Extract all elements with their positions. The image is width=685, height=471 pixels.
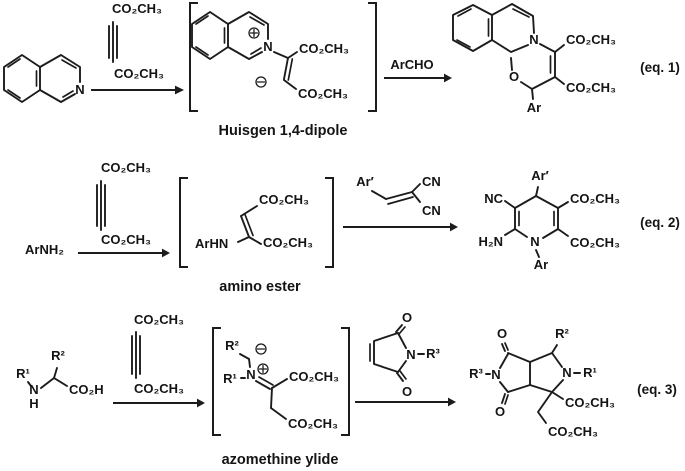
arylamine-reactant-label: ArNH₂ (25, 242, 64, 257)
archo-arrow: ArCHO (384, 57, 452, 83)
nitrile-label: NC (484, 191, 503, 206)
equation-1: N CO₂CH₃ CO₂CH₃ N (3, 1, 680, 139)
arylidene-malononitrile-reagent: Ar′ CN CN (356, 174, 441, 218)
reaction-arrow-4 (113, 398, 205, 408)
ester-label: CO₂CH₃ (570, 191, 620, 206)
ester-label: CO₂CH₃ (101, 232, 151, 247)
r1-substituent-label: R¹ (223, 371, 237, 386)
plus-charge-icon (248, 27, 260, 39)
ester-label: CO₂CH₃ (134, 312, 184, 327)
minus-charge-icon (255, 76, 267, 88)
ester-label: CO₂CH₃ (566, 32, 616, 47)
nh-hydrogen-label: H (29, 396, 38, 411)
carboxylic-acid-label: CO₂H (69, 382, 104, 397)
ring-nitrogen-label: N (75, 82, 84, 97)
carbonyl-oxygen-label: O (402, 384, 412, 399)
ester-label: CO₂CH₃ (259, 192, 309, 207)
ester-label: CO₂CH₃ (566, 80, 616, 95)
huisgen-dipole-caption: Huisgen 1,4-dipole (219, 123, 348, 139)
reaction-arrow-1 (91, 85, 184, 95)
ester-label: CO₂CH₃ (548, 424, 598, 439)
ring-nitrogen-label: N (529, 32, 538, 47)
carbonyl-oxygen-label: O (402, 310, 412, 325)
reaction-arrow-5 (355, 397, 456, 407)
ester-label: CO₂CH₃ (289, 369, 339, 384)
arylamino-group-label: ArHN (195, 236, 228, 251)
r1-substituent-label: R¹ (583, 365, 597, 380)
pyrrolidine-nitrogen-label: N (562, 365, 571, 380)
nitrile-label: CN (422, 174, 441, 189)
ester-label: CO₂CH₃ (298, 86, 348, 101)
right-bracket (368, 2, 377, 112)
aryl-prime-substituent-label: Ar′ (531, 168, 549, 183)
huisgen-dipole-bracketed: N CO₂CH₃ CO₂CH₃ (189, 2, 377, 112)
eq2-product-structure: N Ar′ NC H₂N Ar CO₂CH₃ CO₂CH₃ (478, 168, 620, 272)
eq3-tag: (eq. 3) (637, 382, 677, 397)
equation-3: R¹ N H R² CO₂H CO₂CH₃ CO₂CH₃ R² (16, 310, 677, 468)
left-bracket (189, 2, 198, 112)
plus-charge-icon (257, 363, 269, 375)
r3-substituent-label: R³ (469, 366, 483, 381)
amino-ester-bracketed: ArHN CO₂CH₃ CO₂CH₃ (179, 177, 334, 268)
carbonyl-oxygen-label: O (497, 326, 507, 341)
iminium-nitrogen-label: N (263, 39, 272, 54)
ylide-nitrogen-label: N (246, 367, 255, 382)
amino-group-label: H₂N (478, 234, 503, 249)
archo-reagent-label: ArCHO (390, 57, 433, 72)
reaction-arrow-3 (343, 222, 458, 232)
ester-label: CO₂CH₃ (114, 66, 164, 81)
ester-label: CO₂CH₃ (570, 235, 620, 250)
r3-substituent-label: R³ (426, 346, 440, 361)
dmad-reagent-1: CO₂CH₃ CO₂CH₃ (108, 1, 164, 81)
minus-charge-icon (255, 343, 267, 355)
amino-ester-caption: amino ester (219, 279, 301, 295)
ester-label: CO₂CH₃ (288, 416, 338, 431)
amino-acid-reactant: R¹ N H R² CO₂H (16, 348, 104, 411)
dmad-reagent-2: CO₂CH₃ CO₂CH₃ (96, 160, 151, 247)
nitrile-label: CN (422, 203, 441, 218)
ester-label: CO₂CH₃ (112, 1, 162, 16)
eq1-product-structure: N O CO₂CH₃ CO₂CH₃ Ar (452, 3, 616, 115)
right-bracket (325, 177, 334, 268)
r1-substituent-label: R¹ (16, 366, 30, 381)
eq2-tag: (eq. 2) (640, 215, 680, 230)
ester-label: CO₂CH₃ (263, 235, 313, 250)
carbonyl-oxygen-label: O (495, 404, 505, 419)
left-bracket (179, 177, 188, 268)
left-bracket (212, 327, 221, 436)
maleimide-reagent: N O O R³ (369, 310, 441, 399)
r2-substituent-label: R² (51, 348, 65, 363)
aryl-substituent-label: Ar (527, 100, 541, 115)
azomethine-ylide-caption: azomethine ylide (222, 452, 339, 468)
eq1-tag: (eq. 1) (640, 60, 680, 75)
isoquinoline-structure: N (3, 54, 85, 103)
ester-label: CO₂CH₃ (134, 381, 184, 396)
reaction-arrow-2 (78, 248, 170, 258)
imide-nitrogen-label: N (406, 347, 415, 362)
azomethine-ylide-bracketed: R² N R¹ CO₂CH₃ CO₂CH₃ (212, 327, 350, 436)
ester-label: CO₂CH₃ (299, 41, 349, 56)
dmad-reagent-3: CO₂CH₃ CO₂CH₃ (131, 312, 184, 396)
r2-substituent-label: R² (225, 338, 239, 353)
imide-nitrogen-label: N (491, 367, 500, 382)
aryl-prime-label: Ar′ (356, 174, 374, 189)
equation-2: ArNH₂ CO₂CH₃ CO₂CH₃ ArHN CO₂CH₃ CO₂CH₃ a… (25, 160, 680, 295)
r2-substituent-label: R² (555, 326, 569, 341)
ester-label: CO₂CH₃ (565, 395, 615, 410)
ring-nitrogen-label: N (530, 234, 539, 249)
aryl-substituent-label: Ar (534, 257, 548, 272)
ring-oxygen-label: O (509, 69, 519, 84)
amine-nitrogen-label: N (29, 382, 38, 397)
ester-label: CO₂CH₃ (101, 160, 151, 175)
eq3-product-structure: O O N R³ N R² R¹ CO₂CH₃ CO₂CH₃ (469, 326, 615, 439)
right-bracket (341, 327, 350, 436)
